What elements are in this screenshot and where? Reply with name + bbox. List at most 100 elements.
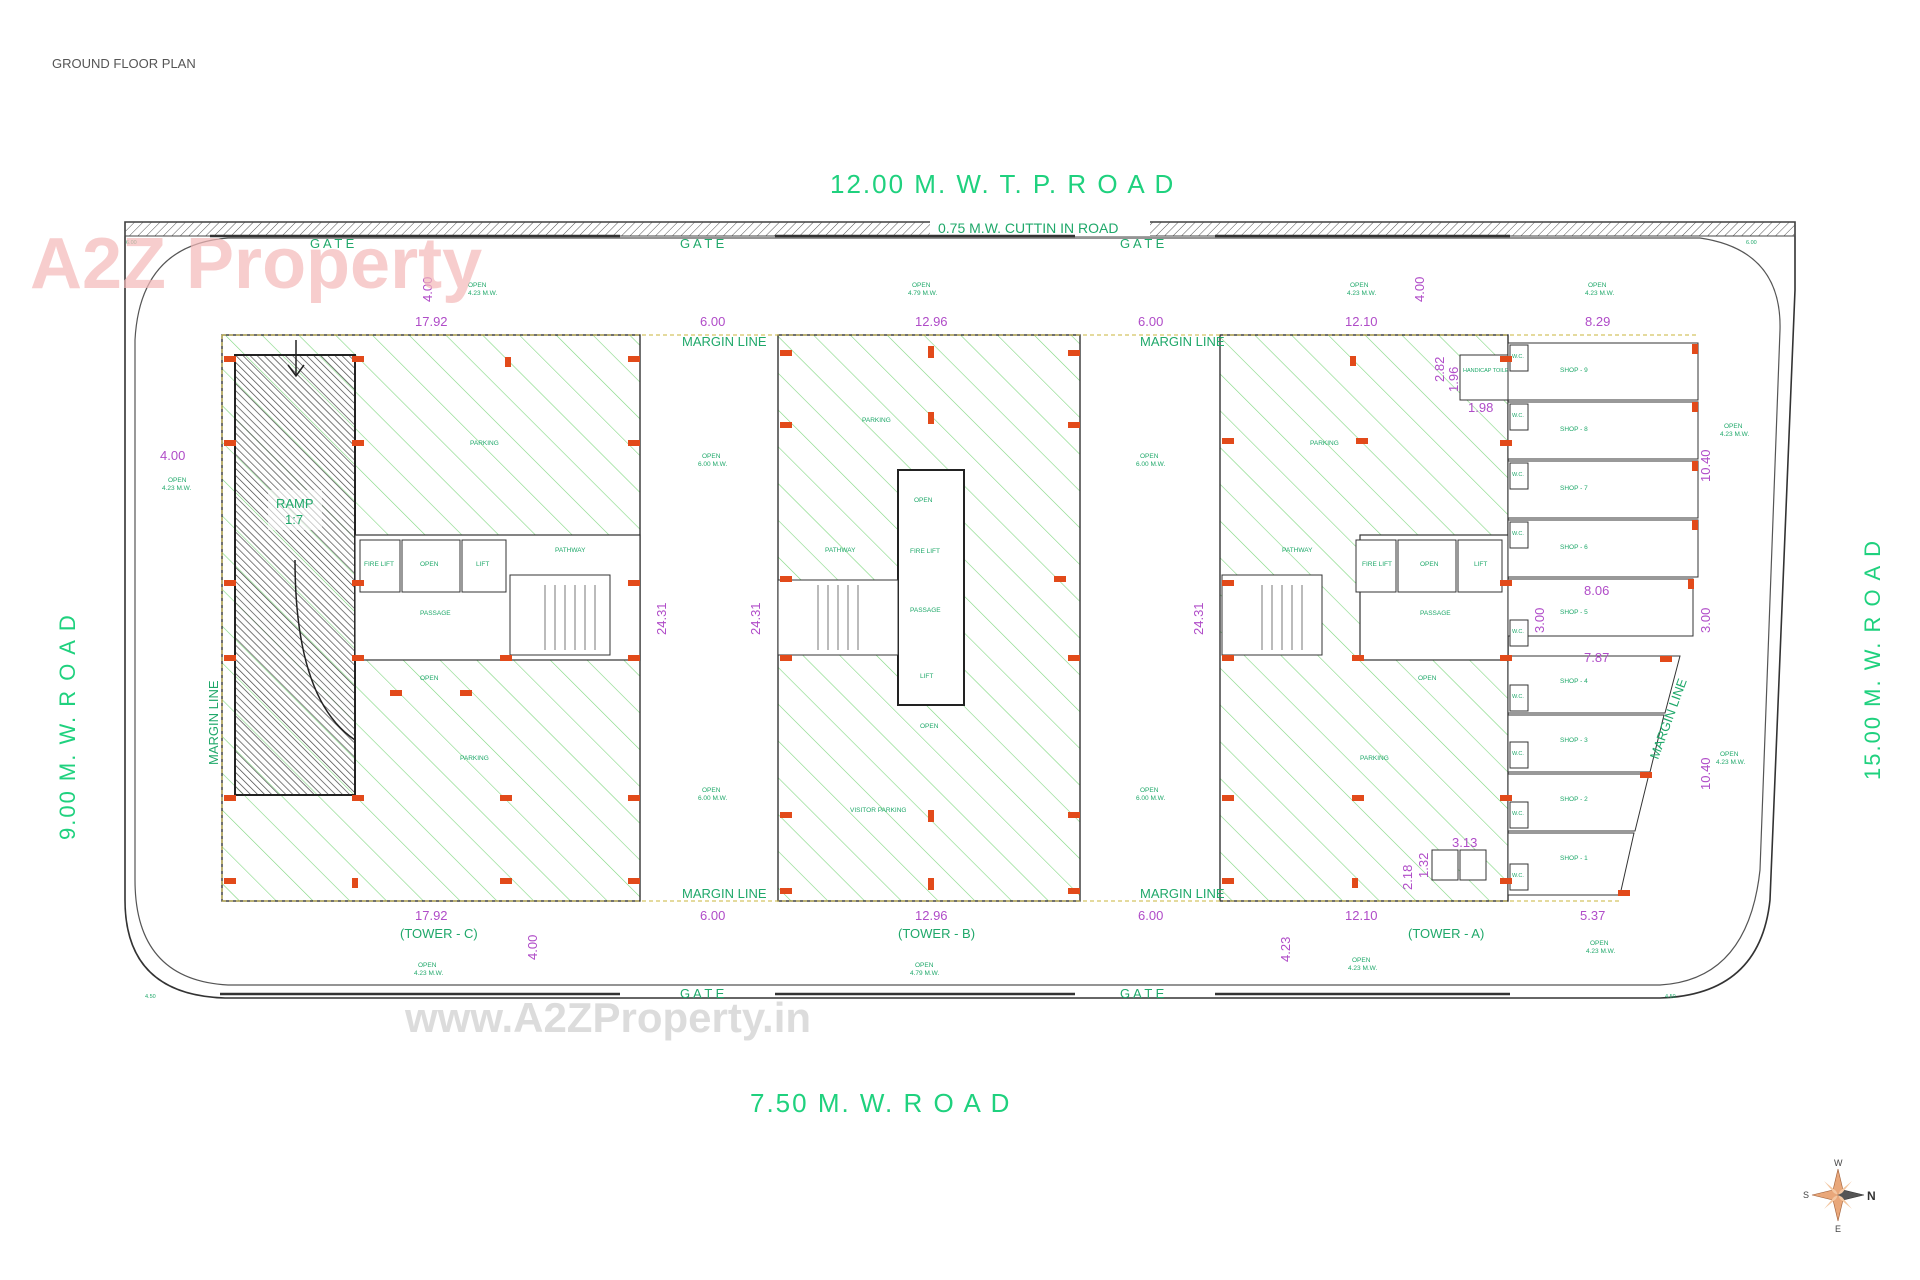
dim-shop-width-1: 8.06 [1584,583,1609,598]
tower-c-fire-lift: FIRE LIFT [364,561,394,568]
tower-a-label: (TOWER - A) [1408,926,1484,941]
tower-b-label: (TOWER - B) [898,926,975,941]
dim-corner-nw: 6.00 [126,240,137,246]
wc-label-3: W.C. [1512,472,1524,478]
open-top-shops: OPEN [1588,282,1607,289]
wc-label-9: W.C. [1512,873,1524,879]
ramp-slope: 1:7 [285,512,303,527]
open-bottom-b-w: 4.79 M.W. [910,970,939,977]
open-west-w: 4.23 M.W. [162,485,191,492]
dim-bottom-gap2: 6.00 [1138,908,1163,923]
open-top-c-w: 4.23 M.W. [468,290,497,297]
dim-top-gap1: 6.00 [700,314,725,329]
south-road-label: 7.50 M. W. R O A D [750,1088,1011,1118]
tower-b-open-2: OPEN [920,723,939,730]
tower-c-label: (TOWER - C) [400,926,478,941]
wc-label-8: W.C. [1512,811,1524,817]
tower-b-parking: PARKING [862,417,891,424]
open-bottom-a-w: 4.23 M.W. [1348,965,1377,972]
dim-top-a: 12.10 [1345,314,1378,329]
dim-bottom-gap1: 6.00 [700,908,725,923]
dim-setback-bottom-c: 4.00 [525,935,540,960]
internal-road [134,237,1781,986]
wc-label-6: W.C. [1512,694,1524,700]
tower-b-lift: LIFT [920,673,933,680]
dim-shop-width-2: 7.87 [1584,650,1609,665]
dim-top-b: 12.96 [915,314,948,329]
dim-east-mid: 3.00 [1698,608,1713,633]
shop-2: SHOP - 2 [1560,796,1588,803]
dim-setback-top-a: 4.00 [1412,277,1427,302]
road-cutting-label-bg [930,218,1150,236]
wc-label-7: W.C. [1512,751,1524,757]
tower-c-lift: LIFT [476,561,489,568]
dim-bottom-shops: 5.37 [1580,908,1605,923]
dim-setback-bottom-a: 4.23 [1278,937,1293,962]
dim-wc-a: 2.18 [1400,865,1415,890]
wc-label-4: W.C. [1512,531,1524,537]
shops-strip [1431,342,1699,896]
north-road-label: 12.00 M. W. T. P. R O A D [830,169,1175,199]
plan-title: GROUND FLOOR PLAN [52,56,196,71]
gate-label-2: G A T E [680,236,725,251]
tower-b-core [897,469,965,706]
tower-c-open-shaft: OPEN [420,561,439,568]
open-gap2-bottom: OPEN [1140,787,1159,794]
dim-east-upper: 10.40 [1698,449,1713,482]
tower-c-open: OPEN [420,675,439,682]
open-east-upper: OPEN [1724,423,1743,430]
compass-s: S [1803,1190,1809,1200]
margin-line-label-2: MARGIN LINE [1140,334,1225,349]
dim-setback-west: 4.00 [160,448,185,463]
dim-depth-c: 24.31 [654,602,669,635]
dim-setback-top-c: 4.00 [420,277,435,302]
tower-a-pathway: PATHWAY [1282,547,1313,554]
open-east-lower-w: 4.23 M.W. [1716,759,1745,766]
dim-top-c: 17.92 [415,314,448,329]
open-gap2-top-w: 6.00 M.W. [1136,461,1165,468]
gate-label-1: G A T E [310,236,355,251]
open-gap2-top: OPEN [1140,453,1159,460]
tower-b-pathway: PATHWAY [825,547,856,554]
dim-corner-sw: 4.50 [145,994,156,1000]
margin-line-label-3: MARGIN LINE [682,886,767,901]
dim-corner-ne: 6.00 [1746,240,1757,246]
open-bottom-a: OPEN [1352,957,1371,964]
dim-toilet-a: 2.82 [1432,357,1447,382]
open-top-b-w: 4.79 M.W. [908,290,937,297]
margin-line-label-1: MARGIN LINE [682,334,767,349]
west-road-label: 9.00 M. W. R O A D [55,613,80,840]
gates [210,234,1510,996]
compass-icon [1811,1168,1865,1222]
open-top-c: OPEN [468,282,487,289]
shop-8: SHOP - 8 [1560,426,1588,433]
margin-lines [221,334,1698,902]
tower-c-passage: PASSAGE [420,610,451,617]
site-boundary [124,221,1796,999]
tower-b-fire-lift: FIRE LIFT [910,548,940,555]
tower-a-parking-2: PARKING [1360,755,1389,762]
dim-depth-b: 24.31 [748,602,763,635]
shop-1: SHOP - 1 [1560,855,1588,862]
tower-a-open: OPEN [1418,675,1437,682]
east-road-label: 15.00 M. W. R O A D [1860,539,1885,780]
open-gap2-bottom-w: 6.00 M.W. [1136,795,1165,802]
tower-c-parking-1: PARKING [470,440,499,447]
open-west: OPEN [168,477,187,484]
shop-6: SHOP - 6 [1560,544,1588,551]
dim-toilet-c: 1.98 [1468,400,1493,415]
columns [224,344,1698,896]
open-east-lower: OPEN [1720,751,1739,758]
gate-label-3: G A T E [1120,236,1165,251]
tower-a-lift: LIFT [1474,561,1487,568]
watermark-logo: A2Z Property [30,224,482,304]
open-top-b: OPEN [912,282,931,289]
gate-label-4: G A T E [680,986,725,1001]
open-bottom-c: OPEN [418,962,437,969]
open-east-upper-w: 4.23 M.W. [1720,431,1749,438]
dim-depth-a: 24.31 [1191,602,1206,635]
dim-top-gap2: 6.00 [1138,314,1163,329]
road-cutting-label: 0.75 M.W. CUTTIN IN ROAD [938,220,1118,236]
shop-5: SHOP - 5 [1560,609,1588,616]
open-top-a: OPEN [1350,282,1369,289]
